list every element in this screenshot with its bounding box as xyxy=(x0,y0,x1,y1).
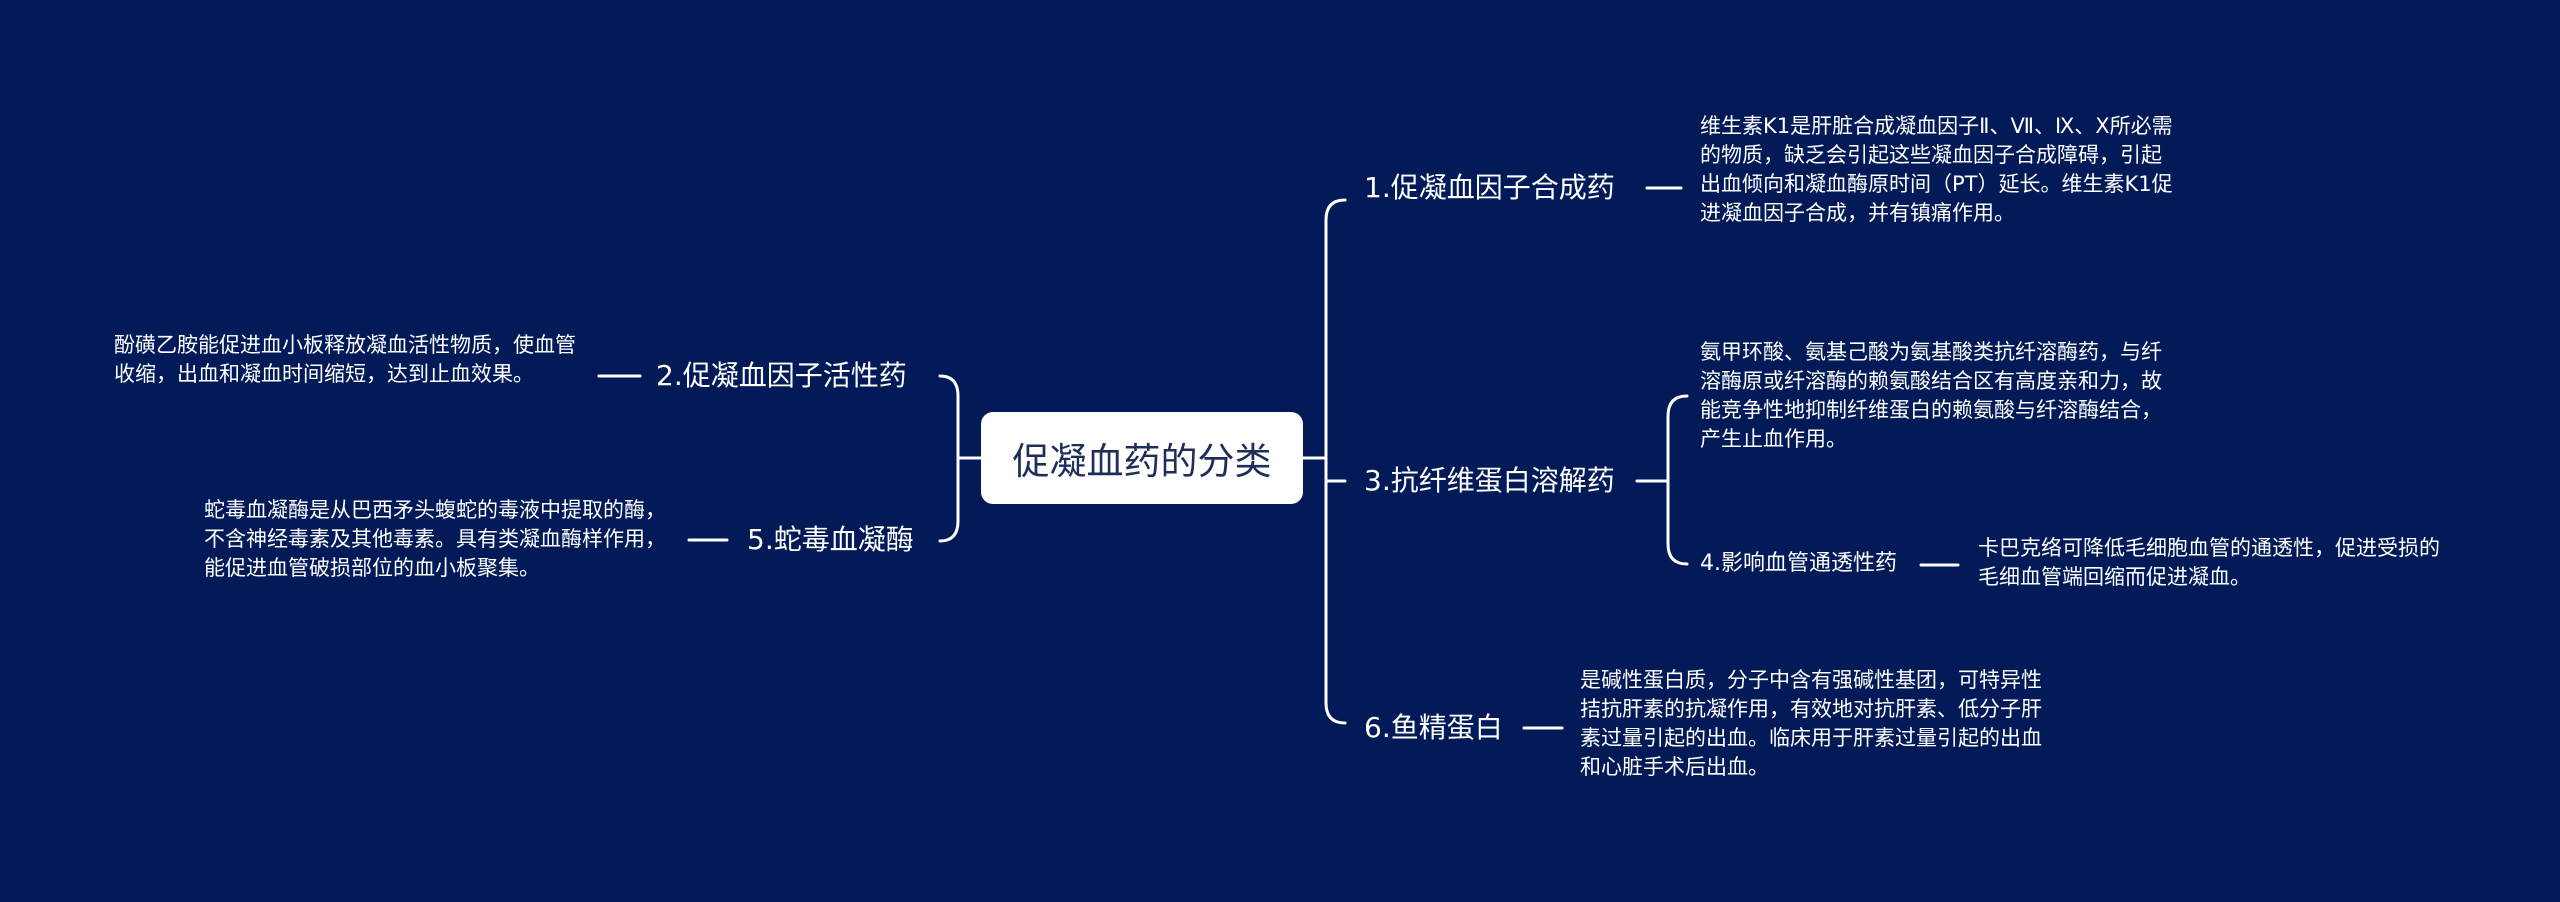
branch-5-detail: 蛇毒血凝酶是从巴西矛头蝮蛇的毒液中提取的酶，不含神经毒素及其他毒素。具有类凝血酶… xyxy=(204,498,666,580)
connector-b3-bracket xyxy=(1666,394,1689,566)
connector-left-bracket xyxy=(938,374,960,543)
branch-2-label[interactable]: 2.促凝血因子活性药 xyxy=(656,359,907,392)
branch-3-detail: 氨甲环酸、氨基己酸为氨基酸类抗纤溶酶药，与纤溶酶原或纤溶酶的赖氨酸结合区有高度亲… xyxy=(1700,340,2162,451)
branch-5-label[interactable]: 5.蛇毒血凝酶 xyxy=(747,523,914,556)
branch-1-detail: 维生素K1是肝脏合成凝血因子Ⅱ、Ⅶ、Ⅸ、Ⅹ所必需的物质，缺乏会引起这些凝血因子合… xyxy=(1700,114,2173,225)
connector-right-bracket xyxy=(1324,198,1347,725)
branch-4-detail: 卡巴克络可降低毛细胞血管的通透性，促进受损的毛细血管端回缩而促进凝血。 xyxy=(1978,536,2440,589)
root-topic[interactable]: 促凝血药的分类 xyxy=(981,412,1303,504)
branch-2-detail: 酚磺乙胺能促进血小板释放凝血活性物质，使血管收缩，出血和凝血时间缩短，达到止血效… xyxy=(114,333,576,386)
branch-1-label[interactable]: 1.促凝血因子合成药 xyxy=(1364,171,1615,204)
branch-6-detail: 是碱性蛋白质，分子中含有强碱性基团，可特异性拮抗肝素的抗凝作用，有效地对抗肝素、… xyxy=(1580,668,2042,779)
branch-6-label[interactable]: 6.鱼精蛋白 xyxy=(1364,711,1503,744)
branch-3-label[interactable]: 3.抗纤维蛋白溶解药 xyxy=(1364,464,1615,497)
branch-4-label[interactable]: 4.影响血管通透性药 xyxy=(1700,551,1897,576)
